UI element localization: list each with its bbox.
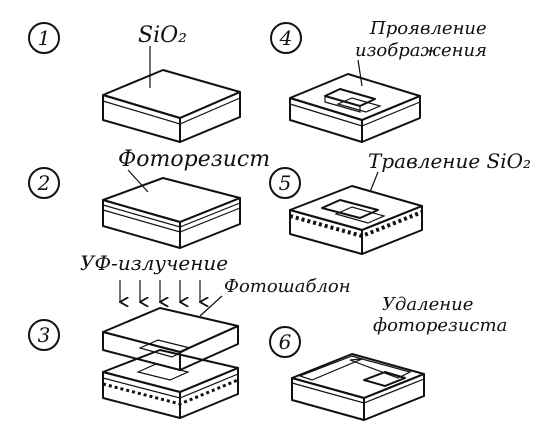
- step-number-text: 3: [38, 323, 51, 347]
- step-1: 1 SiO₂: [28, 22, 241, 143]
- step-4-label-line2: изображения: [355, 40, 487, 61]
- uv-radiation-label: УФ-излучение: [80, 251, 228, 275]
- step-number-text: 1: [38, 26, 51, 50]
- step-2-label: Фоторезист: [118, 147, 270, 172]
- label-leader-line: [127, 169, 149, 193]
- step-number-circle: [28, 167, 60, 199]
- label-leader-line: [199, 295, 223, 317]
- step-number-text: 6: [279, 330, 292, 354]
- step-2: 2 Фоторезист: [28, 147, 270, 249]
- step-number-circle: [269, 326, 301, 358]
- label-leader-line: [357, 59, 363, 87]
- step-5-label: Травление SiO₂: [368, 149, 531, 173]
- step-number-circle: [28, 319, 60, 351]
- wafer-final: [291, 353, 425, 421]
- step-6-label-line1: Удаление: [382, 294, 473, 315]
- step-number-4: 4: [270, 22, 302, 54]
- wafer-etched: [289, 185, 423, 255]
- wafer-under-mask: [102, 349, 239, 419]
- step-4: 4 Проявление изображения: [270, 18, 487, 143]
- photomask: [102, 307, 239, 371]
- wafer-sio2: [102, 69, 241, 143]
- step-4-label-line1: Проявление: [369, 18, 487, 39]
- step-3: 3 УФ-излучение Фотошаблон: [28, 251, 351, 419]
- step-number-text: 5: [279, 171, 292, 195]
- step-number-circle: [28, 22, 60, 54]
- wafer-developed: [289, 73, 421, 143]
- step-number-5: 5: [269, 167, 301, 199]
- step-number-3: 3: [28, 319, 60, 351]
- step-number-text: 2: [37, 171, 51, 195]
- label-leader-line: [369, 171, 379, 193]
- step-6: 6 Удаление фоторезиста: [269, 294, 507, 421]
- step-number-1: 1: [28, 22, 60, 54]
- step-number-circle: [269, 167, 301, 199]
- wafer-photoresist: [102, 177, 241, 249]
- step-number-text: 4: [279, 26, 293, 50]
- uv-arrows: [120, 280, 200, 302]
- step-1-label: SiO₂: [138, 23, 187, 48]
- step-5: 5 Травление SiO₂: [269, 149, 531, 255]
- photomask-label: Фотошаблон: [224, 276, 351, 297]
- step-number-circle: [270, 22, 302, 54]
- step-number-6: 6: [269, 326, 301, 358]
- step-6-label-line2: фоторезиста: [373, 315, 507, 336]
- step-number-2: 2: [28, 167, 60, 199]
